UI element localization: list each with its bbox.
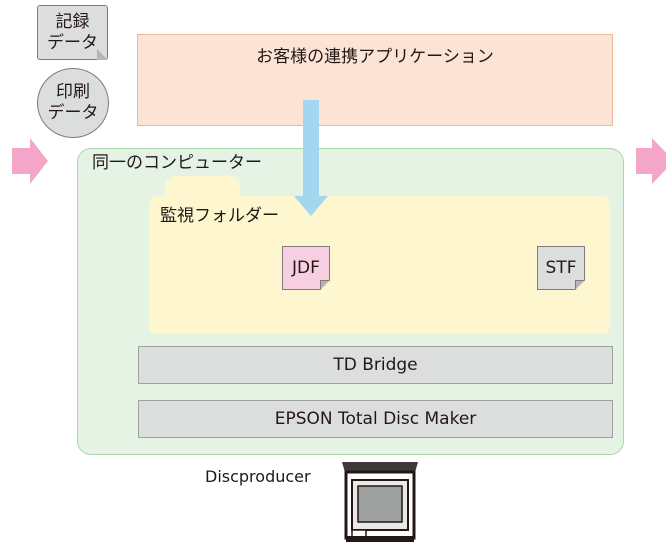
print-data-line-1: 印刷: [56, 82, 90, 102]
watch-folder-label: 監視フォルダー: [160, 206, 279, 226]
watch-folder-box: [149, 196, 610, 334]
write-jdf-arrow: [294, 100, 328, 216]
stf-file-label: STF: [545, 258, 577, 278]
stf-file-fold: [575, 280, 585, 290]
record-data-fold: [97, 49, 108, 60]
record-data-line-2: データ: [47, 32, 98, 53]
print-data-line-2: データ: [47, 103, 99, 123]
jdf-file-label: JDF: [292, 258, 320, 278]
customer-app-label: お客様の連携アプリケーション: [256, 46, 494, 67]
total-disc-maker-layer: EPSON Total Disc Maker: [138, 400, 613, 438]
discproducer-device-icon: [342, 462, 418, 542]
record-data-icon: 記録 データ: [37, 5, 108, 60]
jdf-file-fold: [320, 280, 330, 290]
td-bridge-layer: TD Bridge: [138, 346, 613, 384]
input-arrow: [12, 138, 48, 184]
record-data-line-1: 記録: [55, 11, 90, 32]
customer-app-box: [137, 34, 613, 126]
td-bridge-label: TD Bridge: [333, 355, 418, 375]
output-arrow: [636, 138, 666, 184]
total-disc-maker-label: EPSON Total Disc Maker: [274, 409, 477, 429]
computer-label: 同一のコンピューター: [92, 153, 262, 173]
print-data-icon: 印刷 データ: [37, 68, 109, 138]
discproducer-label: Discproducer: [205, 467, 311, 486]
